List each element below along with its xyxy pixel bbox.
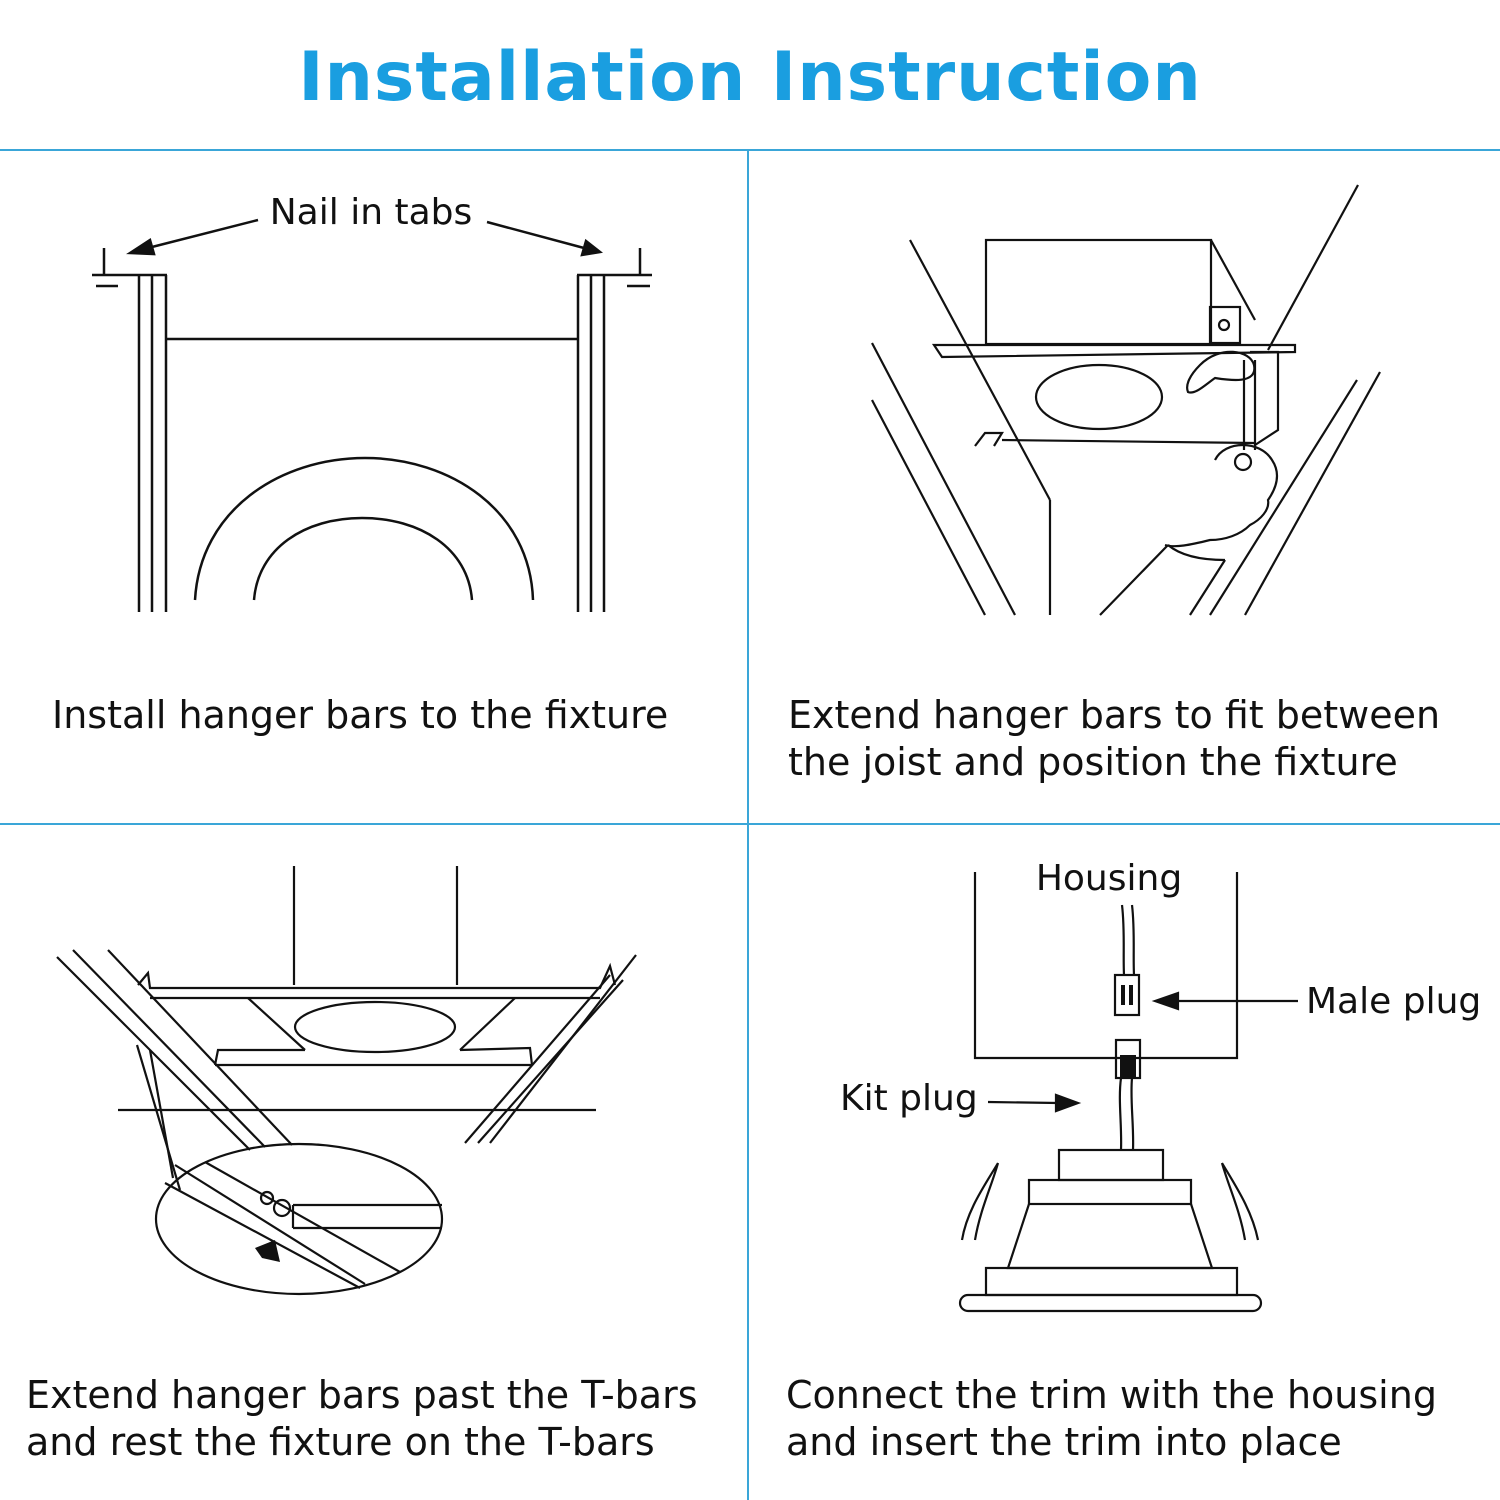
header-divider [0, 149, 1500, 151]
kit-plug-label: Kit plug [840, 1078, 978, 1119]
step-3-caption: Extend hanger bars past the T-bars and r… [26, 1372, 698, 1466]
step-4-caption-line: and insert the trim into place [786, 1420, 1342, 1464]
step-1-caption: Install hanger bars to the fixture [52, 692, 668, 739]
step-3-diagram [56, 866, 637, 1296]
column-divider [747, 150, 749, 1500]
step-1-diagram: Nail in tabs [92, 192, 652, 612]
page-title: Installation Instruction [298, 38, 1202, 117]
step-2-caption-line: the joist and position the fixture [788, 740, 1398, 784]
nail-tabs-label: Nail in tabs [270, 192, 472, 233]
step-2-caption-line: Extend hanger bars to fit between [788, 693, 1441, 737]
step-2-diagram [871, 184, 1381, 616]
step-2-caption: Extend hanger bars to fit between the jo… [788, 692, 1440, 786]
step-4-diagram: Housing Male plug Kit plug [840, 858, 1481, 1313]
row-divider [0, 823, 1500, 825]
step-4-caption: Connect the trim with the housing and in… [786, 1372, 1437, 1466]
step-3-caption-line: Extend hanger bars past the T-bars [26, 1373, 698, 1417]
step-1-caption-line: Install hanger bars to the fixture [52, 693, 669, 737]
step-4-caption-line: Connect the trim with the housing [786, 1373, 1437, 1417]
male-plug-label: Male plug [1306, 981, 1481, 1022]
housing-label: Housing [1036, 858, 1182, 899]
step-3-caption-line: and rest the fixture on the T-bars [26, 1420, 655, 1464]
